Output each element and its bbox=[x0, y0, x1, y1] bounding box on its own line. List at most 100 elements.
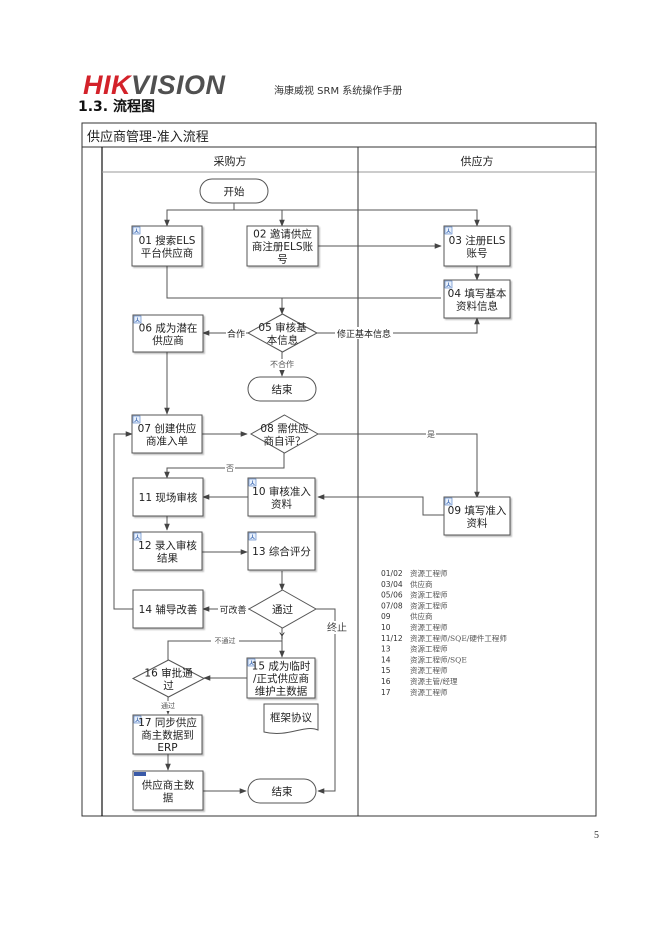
legend-role: 供应商 bbox=[410, 611, 433, 621]
legend-code: 05/06 bbox=[381, 591, 403, 600]
node-label: 商注册ELS账 bbox=[252, 240, 314, 253]
node-label: 10 审核准入 bbox=[252, 485, 311, 498]
document-title: 海康威视 SRM 系统操作手册 bbox=[274, 86, 403, 97]
swimlane-frame bbox=[81, 122, 597, 817]
label-no: 否 bbox=[226, 464, 234, 473]
node-label: 11 现场审核 bbox=[139, 491, 198, 504]
lane-header-supplier: 供应方 bbox=[461, 154, 494, 168]
node-n11: 11 现场审核 bbox=[132, 477, 204, 517]
edge-labels: 合作 修正基本信息 不合作 是 否 可改善 终止 不通过 Y 通过 bbox=[156, 327, 436, 711]
edge-start-01 bbox=[164, 203, 235, 227]
node-label: 商准入单 bbox=[146, 434, 188, 447]
process-box bbox=[443, 496, 511, 536]
decision-shape bbox=[246, 313, 319, 353]
terminator-shape bbox=[247, 778, 317, 804]
node-pass: 通过 bbox=[247, 589, 318, 629]
node-label: 过 bbox=[163, 679, 174, 692]
legend-code: 17 bbox=[381, 688, 391, 697]
user-task-icon-glyph bbox=[135, 717, 140, 723]
user-task-icon-glyph bbox=[250, 480, 255, 486]
legend-role: 资源主管/经理 bbox=[410, 676, 458, 686]
process-box bbox=[131, 225, 203, 267]
node-label: 12 录入审核 bbox=[138, 539, 197, 552]
user-task-icon-glyph bbox=[250, 534, 255, 540]
label-improvable: 可改善 bbox=[219, 604, 246, 616]
label-not-pass: 不通过 bbox=[215, 636, 236, 645]
flowchart-title: 供应商管理-准入流程 bbox=[87, 129, 209, 145]
legend-role: 资源工程师 bbox=[410, 644, 448, 654]
section-heading: 1.3. 流程图 bbox=[78, 99, 155, 115]
node-label: 通过 bbox=[272, 603, 293, 616]
terminator-shape bbox=[247, 376, 317, 402]
process-box bbox=[247, 531, 316, 571]
user-task-icon-glyph bbox=[249, 660, 254, 666]
edge-start-02 bbox=[234, 209, 285, 227]
node-label: 框架协议 bbox=[270, 711, 312, 724]
node-label: 02 邀请供应 bbox=[253, 228, 312, 241]
edge-09-10 bbox=[317, 494, 444, 516]
label-fix-info: 修正基本信息 bbox=[337, 328, 391, 340]
page-number: 5 bbox=[594, 830, 599, 841]
process-box bbox=[443, 225, 511, 267]
legend-code: 03/04 bbox=[381, 580, 403, 589]
lane-header-purchaser: 采购方 bbox=[214, 154, 247, 168]
label-y: Y bbox=[278, 632, 285, 642]
user-task-icon-glyph bbox=[135, 534, 140, 540]
legend-code: 07/08 bbox=[381, 601, 403, 610]
process-box bbox=[132, 589, 204, 629]
edge-08-09 bbox=[318, 433, 480, 499]
legend-code: 09 bbox=[381, 612, 391, 621]
legend-code: 13 bbox=[381, 645, 391, 654]
edge-04-05 bbox=[279, 297, 441, 315]
decision-shape bbox=[249, 414, 320, 454]
node-label: 资料 bbox=[467, 516, 488, 529]
edge-01-merge bbox=[166, 266, 282, 299]
node-label: 04 填写基本 bbox=[448, 287, 507, 300]
node-label: 17 同步供应 bbox=[138, 716, 197, 729]
terminator-shape bbox=[199, 178, 269, 204]
legend-role: 资源工程师/SQE bbox=[410, 654, 467, 664]
edge-terminate-end bbox=[316, 608, 336, 794]
node-label: 05 审核基 bbox=[258, 321, 307, 334]
node-label: 维护主数据 bbox=[255, 685, 308, 698]
edge-16-15-loop bbox=[167, 640, 282, 660]
node-label: 号 bbox=[277, 254, 288, 266]
node-label: 15 成为临时 bbox=[252, 660, 311, 673]
label-terminate: 终止 bbox=[327, 621, 347, 634]
node-label: 商主数据到 bbox=[141, 729, 194, 742]
legend-code: 10 bbox=[381, 623, 391, 632]
node-label: /正式供应商 bbox=[253, 672, 309, 685]
legend-role: 资源工程师 bbox=[410, 622, 448, 632]
node-n14: 14 辅导改善 bbox=[132, 589, 204, 629]
node-label: 供应商 bbox=[152, 334, 184, 347]
node-label: 商自评？ bbox=[264, 434, 306, 447]
node-label: 供应商主数 bbox=[142, 778, 195, 791]
edge-14-07 bbox=[113, 431, 133, 610]
hikvision-logo: HIKVISION bbox=[83, 70, 226, 100]
process-box bbox=[131, 414, 203, 454]
edge-start-03 bbox=[282, 209, 480, 227]
node-label: 03 注册ELS bbox=[449, 234, 506, 247]
process-box bbox=[247, 477, 316, 517]
process-box bbox=[443, 279, 511, 319]
user-task-icon-glyph bbox=[134, 228, 139, 234]
legend-code: 16 bbox=[381, 677, 391, 686]
legend-role: 资源工程师 bbox=[410, 590, 448, 600]
process-box bbox=[132, 314, 204, 353]
node-start: 开始 bbox=[199, 178, 269, 204]
